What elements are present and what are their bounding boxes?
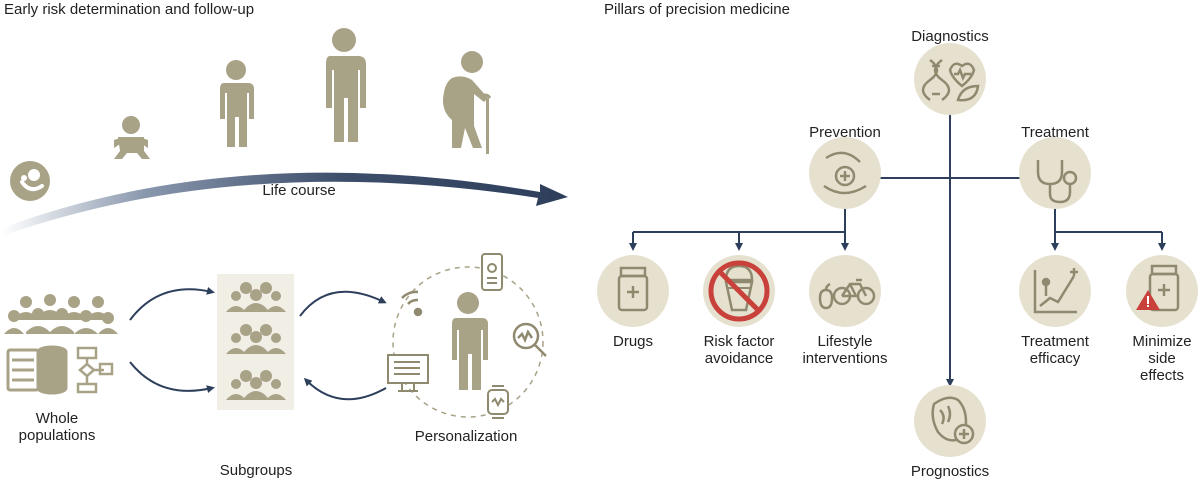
lifestyle-label-line2: interventions bbox=[802, 350, 888, 367]
left-panel-heading: Early risk determination and follow-up bbox=[4, 1, 255, 18]
baby-icon bbox=[114, 116, 150, 159]
database-icon bbox=[6, 345, 68, 395]
prevention-label: Prevention bbox=[809, 124, 881, 141]
growth-chart-icon bbox=[1033, 268, 1078, 314]
dna-heart-leaf-icon bbox=[921, 58, 980, 102]
stethoscope-icon bbox=[1036, 160, 1078, 204]
pillar-connectors bbox=[629, 112, 1166, 387]
treatment-label: Treatment bbox=[1021, 124, 1089, 141]
smartphone-icon bbox=[481, 253, 503, 291]
efficacy-circle bbox=[1019, 255, 1091, 327]
person-icon bbox=[452, 292, 488, 390]
diagnostics-circle bbox=[914, 43, 986, 115]
flow-arrows-subgroups bbox=[299, 290, 387, 401]
right-panel-heading: Pillars of precision medicine bbox=[604, 1, 790, 18]
whole-populations-label-line1: Whole bbox=[35, 410, 79, 427]
personalization-ring bbox=[392, 266, 544, 418]
diagnostics-label: Diagnostics bbox=[911, 28, 989, 45]
subgroup-icon-2 bbox=[226, 324, 286, 354]
whole-populations-label-line2: populations bbox=[18, 427, 96, 444]
drugs-label: Drugs bbox=[612, 333, 654, 350]
crowd-icon bbox=[4, 294, 118, 334]
efficacy-label-line2: efficacy bbox=[1029, 350, 1081, 367]
side-effects-label-line2: side bbox=[1148, 350, 1176, 367]
elderly-person-icon bbox=[443, 51, 492, 154]
smartwatch-icon bbox=[487, 385, 509, 419]
prognostics-label: Prognostics bbox=[910, 463, 990, 480]
life-course-label: Life course bbox=[262, 182, 336, 199]
monitor-icon bbox=[387, 354, 429, 392]
fetus-icon bbox=[10, 161, 50, 201]
subgroups-label: Subgroups bbox=[219, 462, 293, 479]
magnifier-icon bbox=[512, 322, 547, 357]
lifestyle-label-line1: Lifestyle bbox=[817, 333, 873, 350]
bottle-warning-icon bbox=[1136, 264, 1180, 312]
side-effects-label-line3: effects bbox=[1140, 367, 1184, 384]
efficacy-label-line1: Treatment bbox=[1021, 333, 1089, 350]
flowchart-icon bbox=[76, 346, 114, 394]
child-icon bbox=[220, 60, 254, 147]
bicycle-apple-icon bbox=[818, 278, 876, 310]
adult-icon bbox=[326, 28, 366, 142]
subgroup-icon-3 bbox=[226, 370, 286, 400]
wifi-icon bbox=[401, 290, 423, 317]
side-effects-label-line1: Minimize bbox=[1132, 333, 1192, 350]
prognostics-circle bbox=[914, 385, 986, 457]
personalization-label: Personalization bbox=[414, 428, 518, 445]
heart-plus-icon bbox=[931, 396, 975, 445]
flow-arrows-populations bbox=[129, 286, 215, 394]
pill-bottle-icon bbox=[617, 266, 649, 312]
no-ice-cream-icon bbox=[708, 260, 770, 322]
protective-hands-icon bbox=[823, 151, 867, 195]
subgroup-icon-1 bbox=[226, 282, 286, 312]
risk-factor-label-line2: avoidance bbox=[704, 350, 774, 367]
risk-factor-label-line1: Risk factor bbox=[703, 333, 775, 350]
treatment-circle bbox=[1019, 137, 1091, 209]
